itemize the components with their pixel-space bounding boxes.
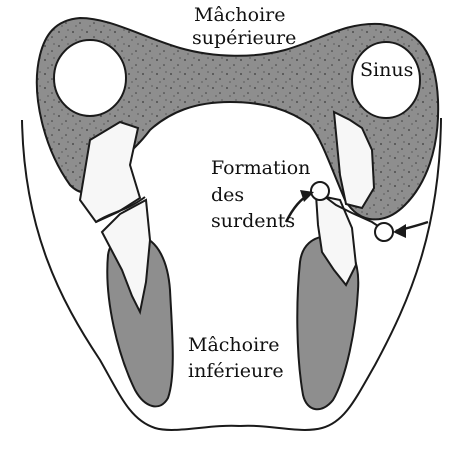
formation-label-line1: Formation <box>211 157 311 179</box>
sharp-point-marker-lower <box>374 222 394 242</box>
right-occlusal-line <box>319 192 385 231</box>
lower-left-tooth <box>100 198 152 316</box>
formation-label-line2: des <box>211 184 245 206</box>
right-sinus-cavity <box>351 41 421 119</box>
arrow-head-lower <box>393 224 406 238</box>
upper-jaw-label-line1: Mâchoire <box>194 4 286 26</box>
formation-label-line3: surdents <box>211 210 296 232</box>
head-outline-left <box>21 119 241 431</box>
lower-jaw-label-line2: inférieure <box>188 360 284 382</box>
left-sinus-cavity <box>53 39 127 117</box>
upper-jaw-label-line2: supérieure <box>192 27 297 49</box>
left-occlusal-line <box>95 196 146 223</box>
arrow-head-upper <box>300 190 314 202</box>
head-outline-right <box>239 117 442 431</box>
lower-jaw-label-line1: Mâchoire <box>188 334 280 356</box>
sinus-label: Sinus <box>360 59 414 81</box>
upper-right-tooth <box>332 110 376 210</box>
sharp-point-marker-upper <box>310 181 330 201</box>
upper-left-tooth <box>78 120 142 224</box>
